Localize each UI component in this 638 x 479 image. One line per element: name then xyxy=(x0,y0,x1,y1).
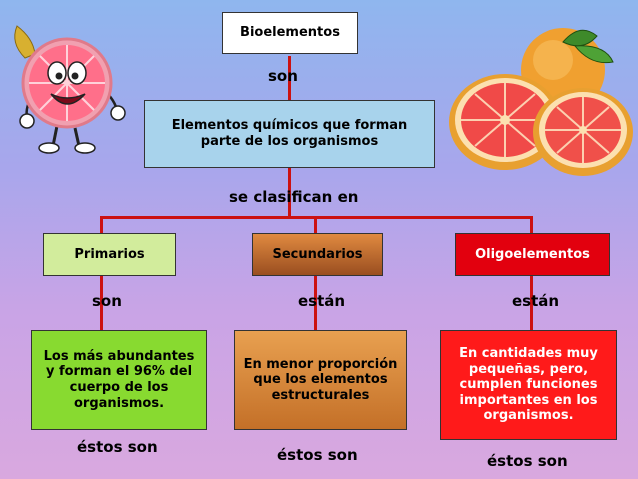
connector-right-down xyxy=(530,276,533,330)
node-definition: Elementos químicos que forman parte de l… xyxy=(144,100,435,168)
node-bioelementos: Bioelementos xyxy=(222,12,358,54)
grapefruit-character-icon xyxy=(14,25,126,154)
connector-mid-down xyxy=(314,276,317,330)
label-estos-left: éstos son xyxy=(77,438,158,456)
node-primarios: Primarios xyxy=(43,233,176,276)
connector-branch-right xyxy=(530,216,533,233)
connector-left-down xyxy=(100,276,103,330)
node-secundarios: Secundarios xyxy=(252,233,383,276)
label-son-top: son xyxy=(268,67,298,85)
connector-branch-mid xyxy=(314,216,317,233)
node-primarios-desc: Los más abundantes y forman el 96% del c… xyxy=(31,330,207,430)
node-oligo-desc: En cantidades muy pequeñas, pero, cumple… xyxy=(440,330,617,440)
label-estos-mid: éstos son xyxy=(277,446,358,464)
connector-def-branch xyxy=(288,168,291,218)
label-se-clasifican: se clasifican en xyxy=(229,188,359,206)
connector-root-def xyxy=(288,56,291,100)
label-estos-right: éstos son xyxy=(487,452,568,470)
grapefruit-halves-icon xyxy=(449,28,633,176)
label-estan-right: están xyxy=(512,292,560,310)
label-estan-mid: están xyxy=(298,292,346,310)
connector-branch-left xyxy=(100,216,103,233)
node-oligoelementos: Oligoelementos xyxy=(455,233,610,276)
label-son-left: son xyxy=(92,292,122,310)
node-secundarios-desc: En menor proporción que los elementos es… xyxy=(234,330,407,430)
